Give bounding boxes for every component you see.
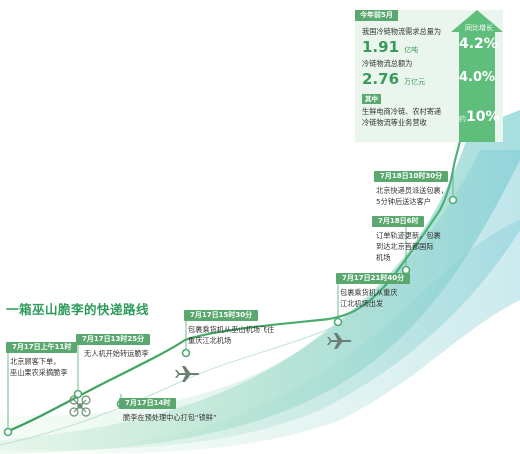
sub-growth: 约10% [459,109,500,125]
event-desc-line: 北京顾客下单， [10,357,61,366]
route-line [5,133,464,434]
total-value: 2.76 万亿元 [362,69,425,88]
page-title: 一箱巫山脆李的快递路线 [6,302,150,317]
event-desc-line: 机场 [376,253,391,262]
route-line-echo [0,179,463,446]
growth-label: 同比增长 [465,24,493,32]
growth-arrow-icon [451,10,503,142]
event-desc-line: 订单轨迹更新，包裹 [376,231,441,240]
event-time: 7月17日14时 [119,398,177,409]
sub-text-line: 生鲜电商冷链、农村寄递 [362,107,442,116]
demand-number: 1.91 [362,38,400,56]
demand-unit: 亿吨 [404,46,419,54]
route-dot [181,348,191,358]
airplane-icon [175,366,200,382]
route-dot [73,389,83,399]
route-dot [333,317,343,327]
event-desc-line: 包裹乘货机从巫山机场飞往 [188,325,275,334]
total-text: 冷链物流总额为 [362,59,413,68]
event-desc-line: 重庆江北机场 [188,336,232,345]
stats-panel: 今年前5月 同比增长 我国冷链物流需求总量为 1.91 亿吨 4.2% 冷链物流… [355,10,503,142]
among-badge: 其中 [362,94,381,104]
sub-growth-prefix: 约 [459,115,466,123]
event-time: 7月18日10时30分 [374,171,449,182]
event-desc-line: 北京快递员派送包裹， [376,186,448,195]
ribbon-band [60,220,520,454]
event-drone-transfer: 7月17日13时25分 无人机开始转运脆李 [76,326,151,359]
event-flight-chongqing: 7月17日15时30分 包裹乘货机从巫山机场飞往 重庆江北机场 [184,302,274,346]
event-arrive-beijing: 7月18日6时 订单轨迹更新，包裹 到达北京首都国际 机场 [372,208,441,263]
sub-growth-value: 10% [466,109,500,125]
stats-header: 今年前5月 [355,10,398,21]
total-growth: 4.0% [459,70,496,85]
event-depart-jiangbei: 7月17日21时40分 包裹乘货机从重庆 江北机场出发 [336,265,411,309]
event-delivery: 7月18日10时30分 北京快递员派送包裹， 5分钟后送达客户 [374,163,449,207]
event-desc-line: 包裹乘货机从重庆 [340,288,398,297]
event-time: 7月18日6时 [372,216,425,227]
demand-text: 我国冷链物流需求总量为 [362,27,442,36]
sub-text-line: 冷链物流等业务营收 [362,118,427,127]
event-time: 7月17日13时25分 [76,334,151,345]
event-desc-line: 无人机开始转运脆李 [84,349,149,358]
event-desc-line: 脆李在预处理中心打包“锁鲜” [123,413,217,422]
event-time: 7月17日21时40分 [336,273,411,284]
event-desc-line: 巫山果农采摘脆李 [10,368,68,377]
event-time: 7月17日上午11时 [6,342,78,353]
event-desc-line: 江北机场出发 [340,299,384,308]
event-desc-line: 5分钟后送达客户 [376,197,431,206]
route-dot [3,427,13,437]
total-unit: 万亿元 [404,78,426,86]
route-dot [448,195,458,205]
total-number: 2.76 [362,70,400,88]
event-time: 7月17日15时30分 [184,310,259,321]
demand-growth: 4.2% [459,36,498,52]
demand-value: 1.91 亿吨 [362,37,418,56]
airplane-icon [327,333,352,349]
event-order-picked: 7月17日上午11时 北京顾客下单， 巫山果农采摘脆李 [6,334,78,378]
drone-icon [69,395,91,417]
event-packing: 7月17日14时 脆李在预处理中心打包“锁鲜” [119,390,217,423]
event-desc-line: 到达北京首都国际 [376,242,434,251]
route-dots [3,195,458,437]
